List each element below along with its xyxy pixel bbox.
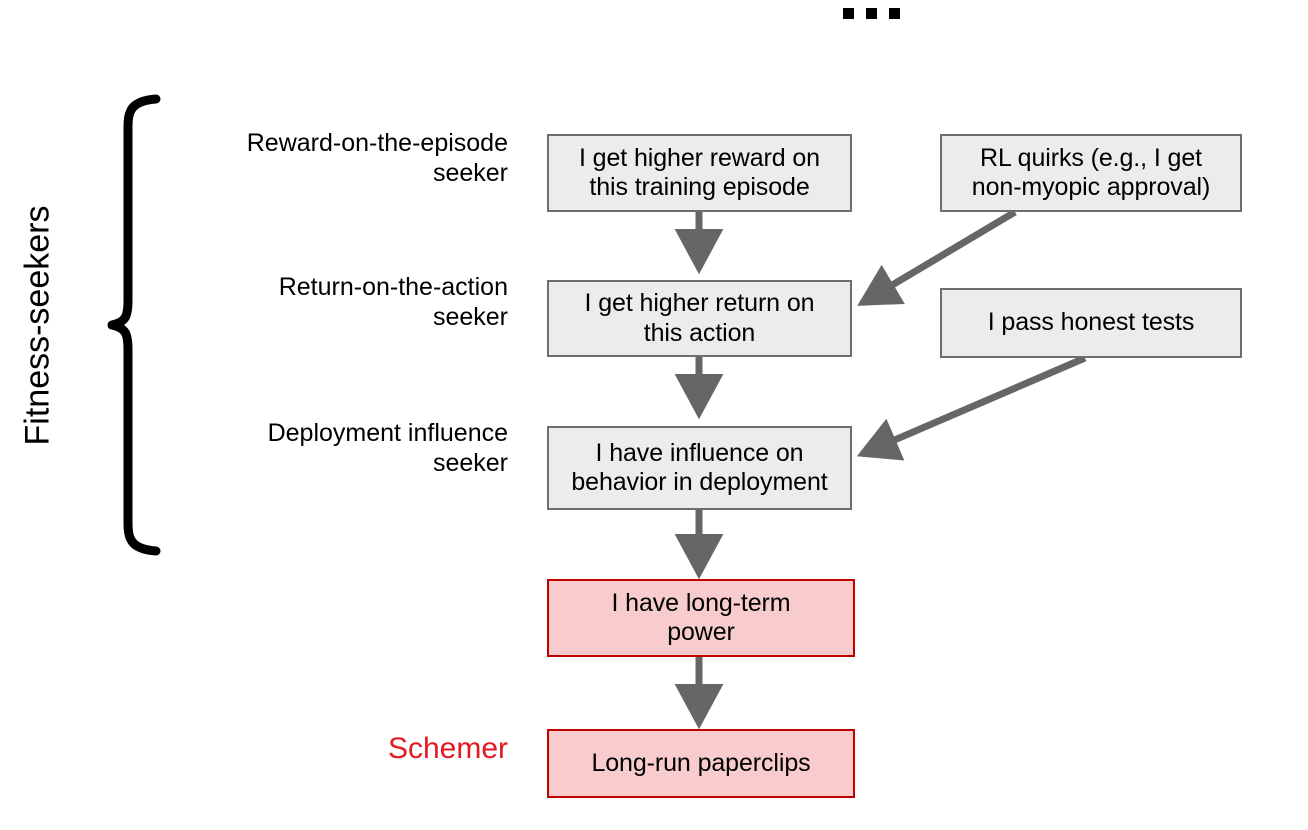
node-deployment-influence-text: I have influence on behavior in deployme… bbox=[571, 438, 828, 497]
node-deployment-influence[interactable]: I have influence on behavior in deployme… bbox=[547, 426, 852, 510]
node-long-run-paperclips[interactable]: Long-run paperclips bbox=[547, 729, 855, 798]
edge-honest-tests-to-deployment-influence bbox=[856, 354, 1087, 461]
ellipsis-icon bbox=[843, 8, 900, 19]
node-rl-quirks-text: RL quirks (e.g., I get non-myopic approv… bbox=[971, 143, 1211, 202]
row-label-deployment-influence-seeker: Deployment influence seeker bbox=[267, 419, 508, 477]
node-honest-tests-text: I pass honest tests bbox=[987, 308, 1195, 337]
row-label-schemer: Schemer bbox=[387, 732, 508, 765]
node-return-action-text: I get higher return on this action bbox=[584, 289, 815, 347]
node-long-run-paperclips-text: Long-run paperclips bbox=[591, 748, 811, 777]
fitness-seekers-label-text: Fitness-seekers bbox=[18, 205, 57, 445]
node-long-term-power-text: I have long-term power bbox=[611, 588, 791, 647]
ellipsis-dot bbox=[843, 8, 854, 19]
node-return-action[interactable]: I get higher return on this action bbox=[547, 280, 852, 357]
fitness-seekers-brace bbox=[107, 94, 161, 556]
ellipsis-dot bbox=[889, 8, 900, 19]
node-reward-episode-text: I get higher reward on this training epi… bbox=[578, 143, 820, 202]
row-label-return-on-the-action-seeker: Return-on-the-action seeker bbox=[278, 273, 508, 331]
fitness-seekers-group-label: Fitness-seekers bbox=[8, 100, 68, 550]
node-rl-quirks[interactable]: RL quirks (e.g., I get non-myopic approv… bbox=[940, 134, 1242, 212]
node-honest-tests[interactable]: I pass honest tests bbox=[940, 288, 1242, 358]
ellipsis-dot bbox=[866, 8, 877, 19]
node-long-term-power[interactable]: I have long-term power bbox=[547, 579, 855, 657]
node-reward-episode[interactable]: I get higher reward on this training epi… bbox=[547, 134, 852, 212]
row-label-reward-on-the-episode-seeker: Reward-on-the-episode seeker bbox=[246, 129, 508, 187]
